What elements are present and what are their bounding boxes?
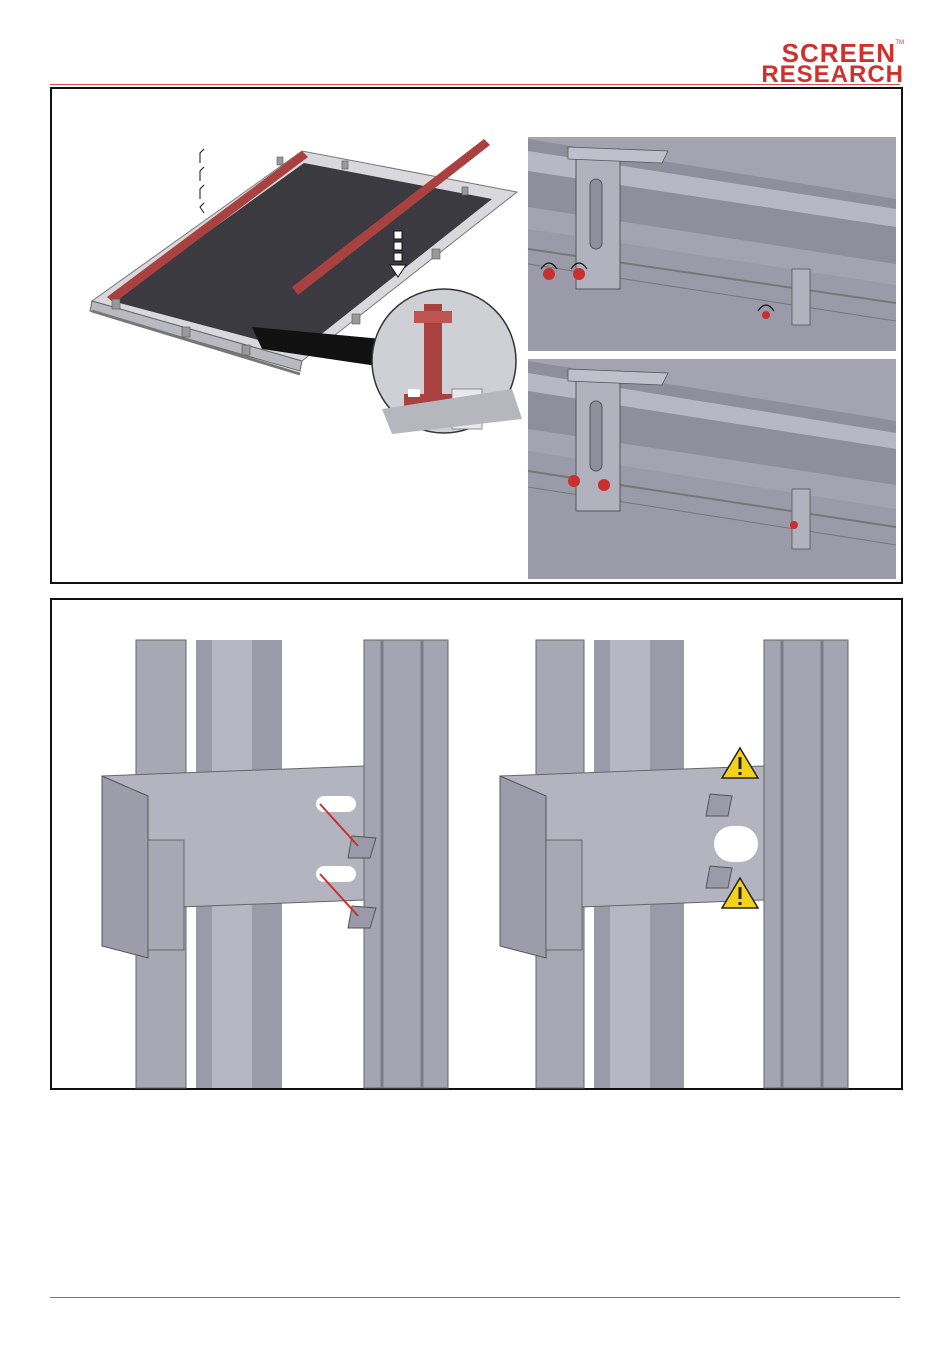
top-figure-panel <box>50 87 903 584</box>
vertical-bracket-bolts-tightened-warning-icon <box>500 640 848 1088</box>
bracket-mount-illustration <box>52 600 905 1092</box>
warning-icon <box>722 748 758 778</box>
bracket-screws-fixed-icon <box>528 359 896 579</box>
tray-assembly-illustration <box>52 89 905 586</box>
tray-assembly-with-red-rails-icon <box>90 139 522 434</box>
header-rule <box>50 84 900 85</box>
trademark-mark: TM <box>895 40 904 46</box>
bottom-figure-panel <box>50 598 903 1090</box>
vertical-bracket-bolts-inserting-icon <box>102 640 448 1088</box>
footer-rule <box>50 1297 900 1298</box>
brand-logo: SCREEN TM RESEARCH <box>698 40 904 88</box>
bracket-screws-loose-icon <box>528 137 896 351</box>
